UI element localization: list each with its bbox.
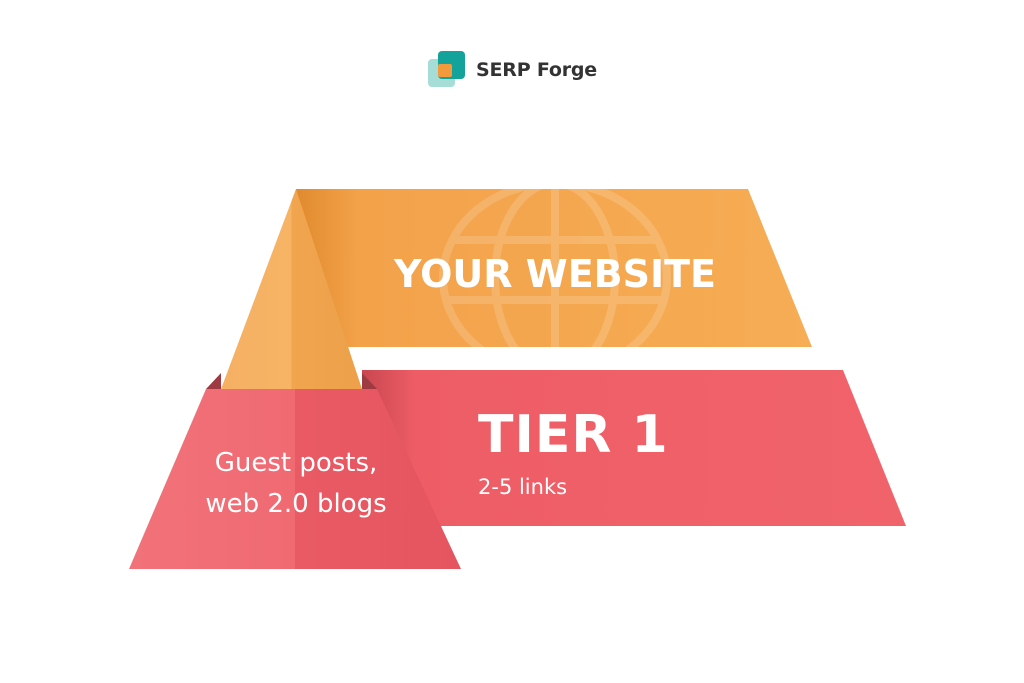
pyramid-base-line2: web 2.0 blogs [205, 489, 386, 519]
pyramid-base-line1: Guest posts, [215, 448, 378, 478]
brand-logo: SERP Forge [427, 49, 597, 91]
globe-icon [439, 179, 671, 377]
middle-band [362, 370, 906, 526]
overlapping-squares-icon [428, 51, 465, 87]
pyramid-notch-right [362, 373, 377, 389]
pyramid-notch [206, 373, 221, 389]
brand-name: SERP Forge [476, 59, 597, 81]
top-band [296, 189, 812, 347]
tier-title: TIER 1 [478, 405, 669, 465]
tier-subtitle: 2-5 links [478, 475, 567, 499]
top-band-label: YOUR WEBSITE [393, 252, 716, 296]
pyramid-base [129, 389, 461, 569]
pyramid-peak [221, 189, 362, 389]
